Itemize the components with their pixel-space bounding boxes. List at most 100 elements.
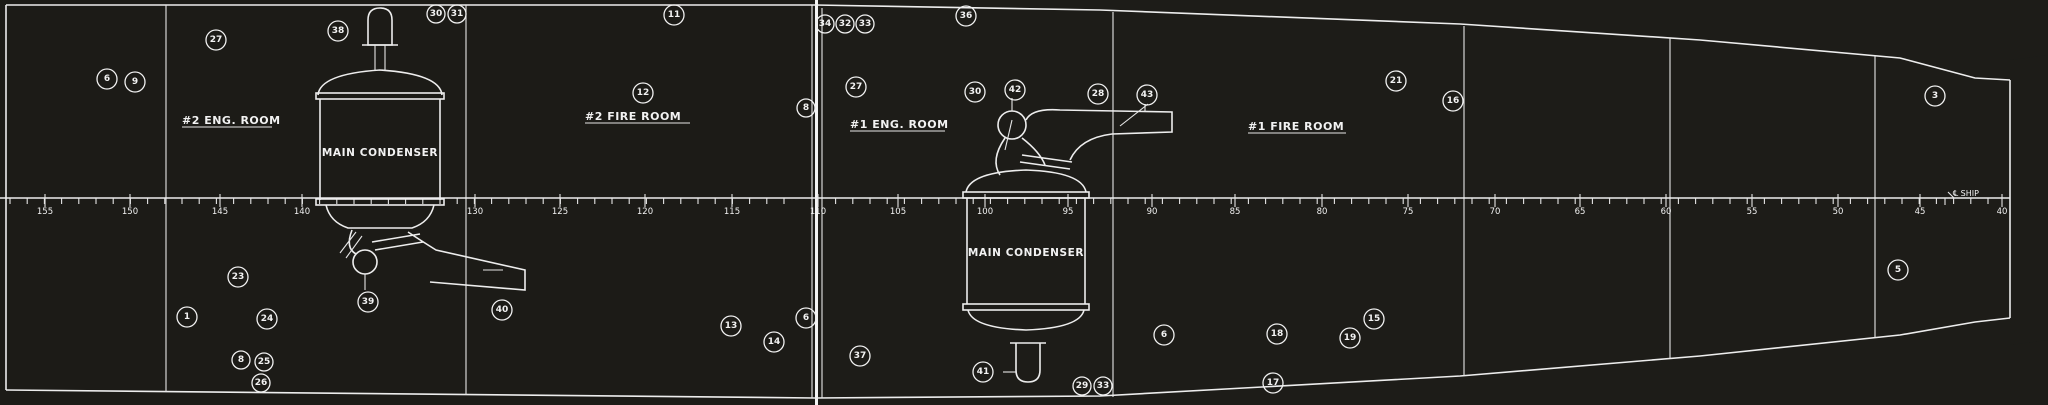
marker-29: 28	[1087, 83, 1109, 105]
svg-text:5: 5	[1895, 265, 1901, 275]
marker-14: 14	[763, 331, 785, 353]
svg-text:27: 27	[850, 82, 863, 92]
frame-label: 100	[977, 207, 993, 217]
marker-22: 23	[227, 266, 249, 288]
frame-ticks	[9, 194, 2003, 207]
left-sheet	[0, 0, 815, 405]
frame-label: 95	[1063, 207, 1074, 217]
marker-21: 24	[256, 308, 278, 330]
centerline-label: ℄ SHIP	[1953, 189, 1979, 198]
numbered-markers: 38 30 31 11 27 6 9 12 8 23 1 24 8 25 26 …	[96, 4, 1946, 396]
svg-text:32: 32	[839, 19, 852, 29]
marker-26: 26	[251, 373, 271, 393]
marker-3: 3	[1924, 85, 1946, 107]
frame-label: 110	[810, 207, 826, 217]
marker-15: 15	[1363, 308, 1385, 330]
svg-text:9: 9	[132, 77, 138, 87]
frame-label: 130	[467, 207, 483, 217]
marker-8: 8	[231, 350, 251, 370]
marker-23: 30	[426, 4, 446, 24]
marker-17: 17	[1262, 372, 1284, 394]
marker-31: 29	[1072, 376, 1092, 396]
marker-39: 39	[357, 291, 379, 313]
svg-text:23: 23	[232, 272, 245, 282]
frame-label: 80	[1317, 207, 1328, 217]
svg-text:30: 30	[969, 87, 982, 97]
svg-text:25: 25	[258, 357, 271, 367]
marker-41: 41	[972, 361, 994, 383]
marker-5: 5	[1887, 259, 1909, 281]
marker-43: 43	[1136, 84, 1158, 106]
frame-label: 60	[1661, 207, 1672, 217]
frame-label: 45	[1915, 207, 1926, 217]
svg-text:33: 33	[859, 19, 872, 29]
main-condenser-1: MAIN CONDENSER	[962, 98, 1173, 383]
svg-text:18: 18	[1271, 329, 1284, 339]
svg-text:15: 15	[1368, 314, 1381, 324]
fire-room-1-label: #1 FIRE ROOM	[1248, 120, 1344, 133]
frame-label: 65	[1575, 207, 1586, 217]
svg-text:3: 3	[1932, 91, 1938, 101]
right-sheet	[818, 0, 2048, 405]
marker-38: 38	[327, 20, 349, 42]
svg-text:33: 33	[1097, 381, 1110, 391]
marker-1: 1	[176, 306, 198, 328]
marker-42: 42	[1004, 79, 1026, 101]
marker-11: 11	[663, 4, 685, 26]
marker-9: 9	[124, 71, 146, 93]
marker-6: 6	[96, 68, 118, 90]
marker-10: 6	[795, 307, 817, 329]
svg-text:1: 1	[184, 312, 190, 322]
frame-label: 155	[37, 207, 53, 217]
frame-label: 50	[1833, 207, 1844, 217]
marker-33: 33	[855, 14, 875, 34]
eng-room-1-label: #1 ENG. ROOM	[850, 118, 949, 131]
frame-label: 75	[1403, 207, 1414, 217]
frame-label: 105	[890, 207, 906, 217]
marker-12: 12	[632, 82, 654, 104]
svg-text:30: 30	[430, 9, 443, 19]
frame-label: 70	[1490, 207, 1501, 217]
frame-label: 55	[1747, 207, 1758, 217]
svg-text:6: 6	[803, 313, 809, 323]
marker-40: 40	[491, 299, 513, 321]
main-condenser-2: MAIN CONDENSER	[315, 7, 526, 291]
svg-text:37: 37	[854, 351, 867, 361]
svg-text:11: 11	[668, 10, 681, 20]
marker-33-bottom: 33	[1093, 376, 1113, 396]
svg-text:16: 16	[1447, 96, 1460, 106]
marker-27: 27	[205, 29, 227, 51]
svg-text:6: 6	[1161, 330, 1167, 340]
marker-19: 19	[1339, 327, 1361, 349]
svg-text:8: 8	[238, 355, 244, 365]
marker-30: 30	[964, 81, 986, 103]
marker-7: 8	[796, 98, 816, 118]
frame-label: 150	[122, 207, 138, 217]
condenser-1-label: MAIN CONDENSER	[968, 247, 1084, 259]
frame-label: 120	[637, 207, 653, 217]
frame-label: 85	[1230, 207, 1241, 217]
svg-text:24: 24	[261, 314, 274, 324]
svg-text:38: 38	[332, 26, 345, 36]
frame-label: 145	[212, 207, 228, 217]
marker-13: 13	[720, 315, 742, 337]
frame-label: 140	[294, 207, 310, 217]
marker-6-right: 6	[1153, 324, 1175, 346]
marker-20: 21	[1385, 70, 1407, 92]
svg-text:42: 42	[1009, 85, 1022, 95]
condenser-2-label: MAIN CONDENSER	[322, 147, 438, 159]
fire-room-2-label: #2 FIRE ROOM	[585, 110, 681, 123]
frame-label: 125	[552, 207, 568, 217]
svg-text:19: 19	[1344, 333, 1357, 343]
svg-text:36: 36	[960, 11, 973, 21]
svg-text:27: 27	[210, 35, 223, 45]
svg-text:8: 8	[803, 103, 809, 113]
marker-25: 25	[254, 352, 274, 372]
frame-label: 90	[1147, 207, 1158, 217]
marker-32: 32	[835, 14, 855, 34]
svg-text:41: 41	[977, 367, 990, 377]
svg-text:6: 6	[104, 74, 110, 84]
svg-text:12: 12	[637, 88, 650, 98]
